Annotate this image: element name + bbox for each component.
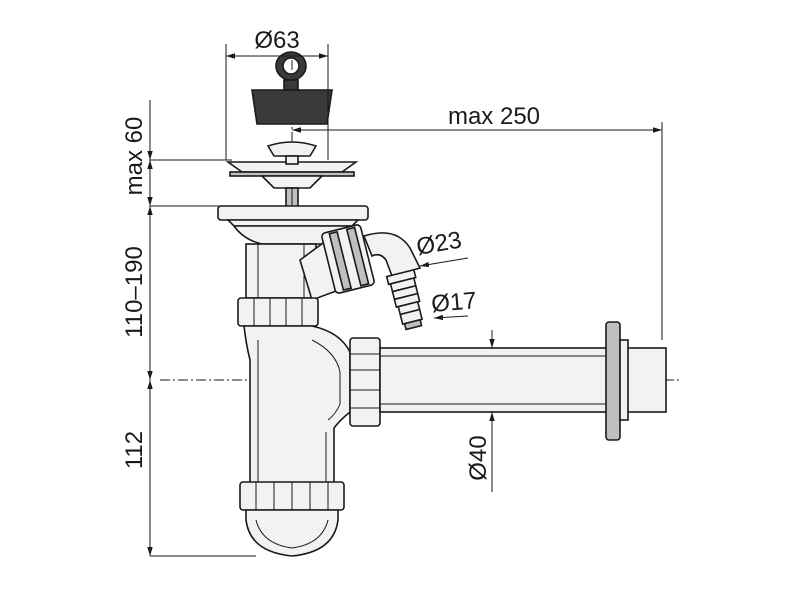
dimension-hose-connectors [419, 257, 469, 321]
bottle-trap-body [239, 325, 351, 557]
label-trap-depth: 112 [121, 431, 148, 469]
label-stopper-diameter: Ø63 [254, 27, 299, 54]
sink-strainer [225, 141, 359, 209]
outlet-pipe [379, 321, 667, 441]
rubber-plug [251, 51, 333, 125]
label-hose-connector-small: Ø17 [430, 287, 478, 318]
label-adjustable-height: 110–190 [121, 246, 148, 338]
label-stopper-height: max 60 [121, 117, 148, 196]
label-outlet-pipe-diameter: Ø40 [465, 435, 492, 480]
dimension-stopper-diameter: Ø63 [225, 27, 329, 160]
dimension-outlet-reach: max 250 [292, 103, 663, 340]
label-hose-connector-large: Ø23 [414, 226, 463, 260]
side-hose-inlet [299, 224, 424, 331]
dimension-left-chain [147, 100, 256, 557]
label-outlet-reach: max 250 [448, 103, 540, 130]
upper-union-nut [237, 297, 319, 327]
outlet-union-nut [349, 337, 381, 427]
